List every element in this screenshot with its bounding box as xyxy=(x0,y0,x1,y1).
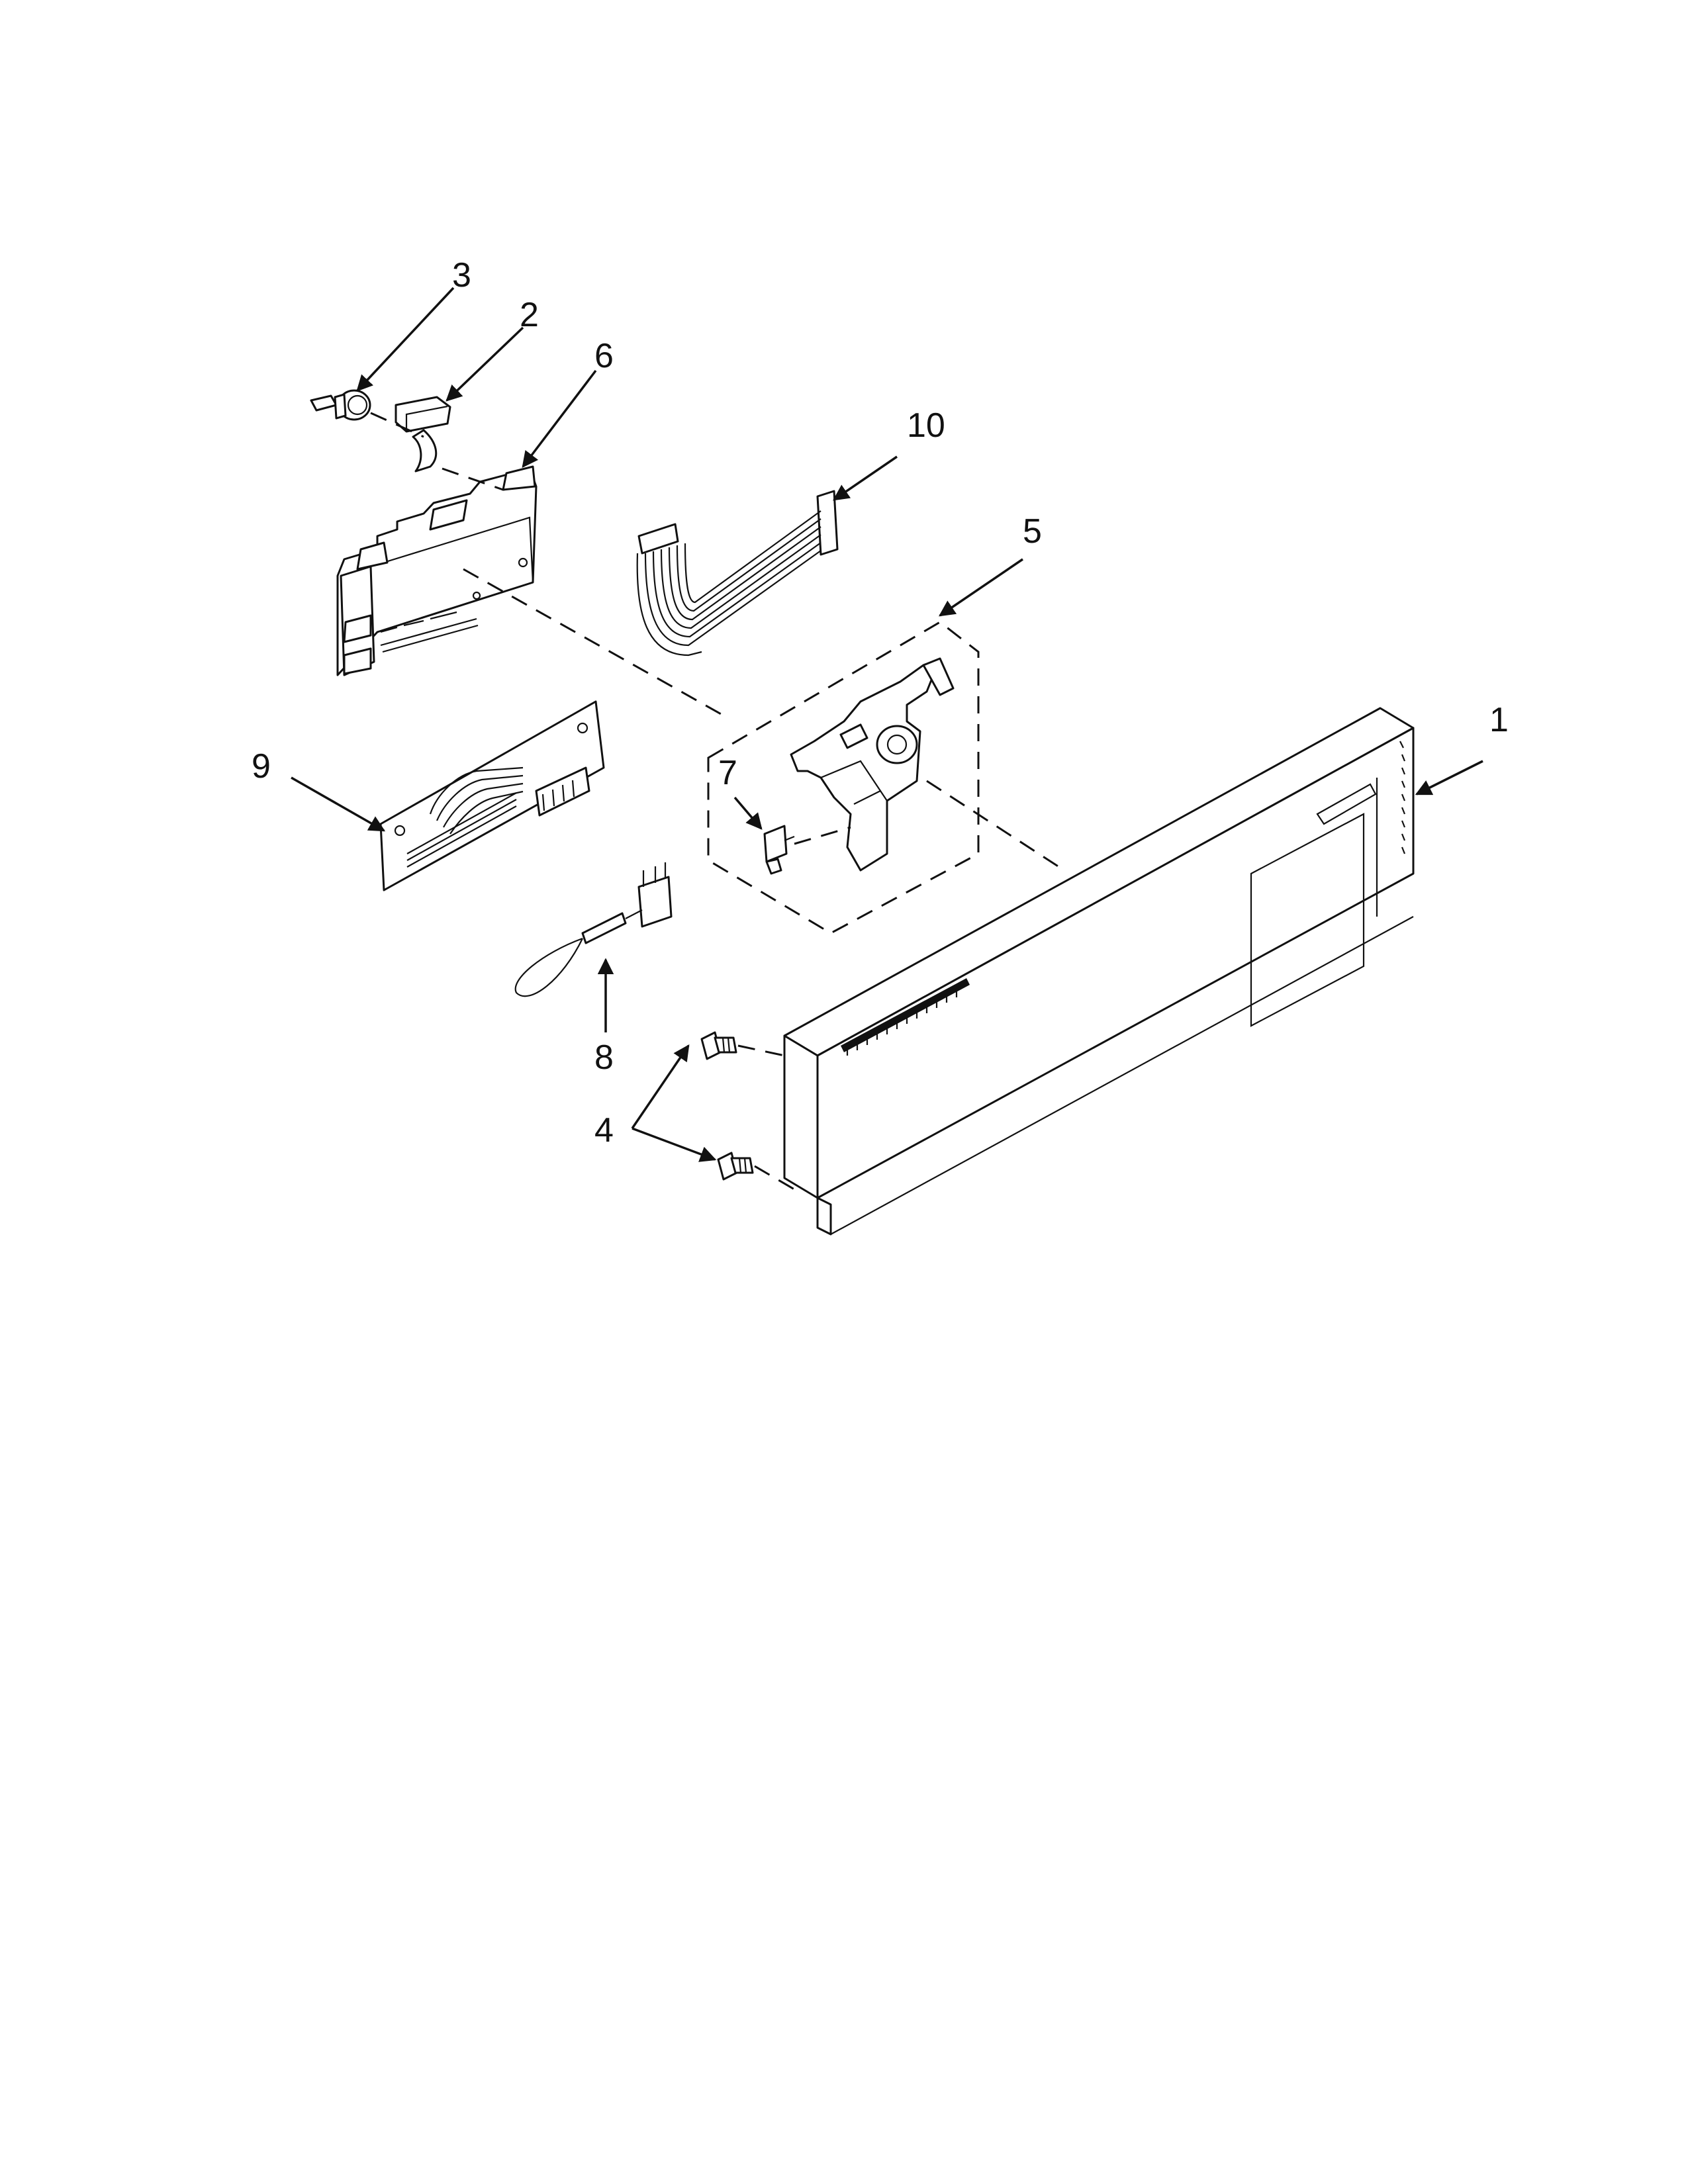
part-7-microswitch[interactable] xyxy=(763,825,795,875)
callout-labels: 3 2 6 10 5 1 9 7 8 4 xyxy=(252,256,1509,1150)
leader-arrows xyxy=(291,287,1483,1162)
part-3-thermal-disc[interactable] xyxy=(310,389,371,421)
callout-2: 2 xyxy=(520,296,539,334)
callout-4: 4 xyxy=(594,1111,614,1150)
callout-1: 1 xyxy=(1489,701,1509,739)
callout-10: 10 xyxy=(907,406,945,445)
part-9-interface-board[interactable] xyxy=(379,700,605,891)
callout-7: 7 xyxy=(718,754,737,792)
callout-9: 9 xyxy=(252,747,271,786)
part-6-control-board[interactable] xyxy=(336,465,538,676)
callout-8: 8 xyxy=(594,1038,614,1077)
part-10-ribbon-cable[interactable] xyxy=(636,490,839,657)
assembly-lines xyxy=(370,412,1060,1193)
part-1-control-panel[interactable] xyxy=(783,707,1415,1236)
part-8-wire-harness[interactable] xyxy=(514,862,673,997)
callout-3: 3 xyxy=(452,256,471,295)
part-4-screw-lower[interactable] xyxy=(717,1152,754,1181)
part-5-bracket-assembly[interactable] xyxy=(707,621,980,934)
callout-5: 5 xyxy=(1023,512,1042,551)
part-2-clip[interactable] xyxy=(395,396,451,473)
vent-slots xyxy=(841,978,970,1056)
callout-6: 6 xyxy=(594,337,614,375)
part-4-screw-upper[interactable] xyxy=(700,1031,737,1060)
